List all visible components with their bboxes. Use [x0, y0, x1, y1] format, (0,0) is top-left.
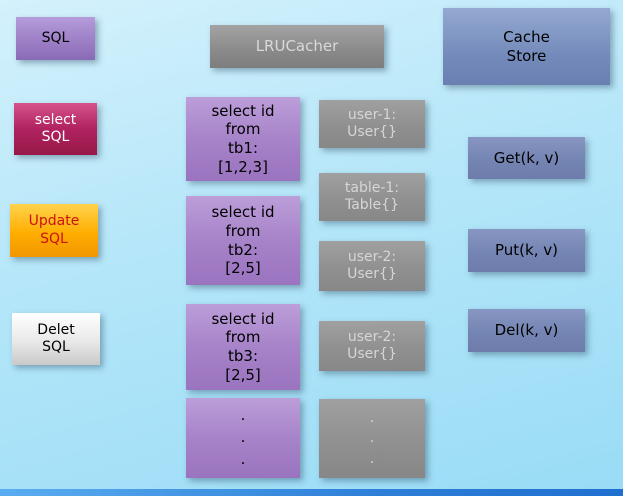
- select-sql-box: select SQL: [14, 103, 97, 155]
- sql-box: SQL: [16, 17, 95, 60]
- query-key-box-tb3: select id from tb3: [2,5]: [186, 304, 300, 390]
- lrucacher-title-box: LRUCacher: [210, 25, 384, 68]
- cache-value-box-user2: user-2: User{}: [319, 241, 425, 291]
- cache-value-box-table1: table-1: Table{}: [319, 173, 425, 221]
- query-key-box-ellipsis: . . .: [186, 398, 300, 478]
- cache-store-box: Cache Store: [443, 8, 610, 85]
- cache-value-box-user1: user-1: User{}: [319, 100, 425, 148]
- del-op-box: Del(k, v): [468, 309, 585, 352]
- bottom-edge-bar: [0, 489, 623, 496]
- query-key-box-tb1: select id from tb1: [1,2,3]: [186, 97, 300, 181]
- delete-sql-box: Delet SQL: [12, 313, 100, 365]
- get-op-box: Get(k, v): [468, 137, 585, 179]
- cache-value-box-ellipsis: . . .: [319, 399, 425, 478]
- put-op-box: Put(k, v): [468, 229, 585, 272]
- query-key-box-tb2: select id from tb2: [2,5]: [186, 196, 300, 285]
- update-sql-box: Update SQL: [10, 204, 98, 257]
- cache-value-box-user2b: user-2: User{}: [319, 321, 425, 371]
